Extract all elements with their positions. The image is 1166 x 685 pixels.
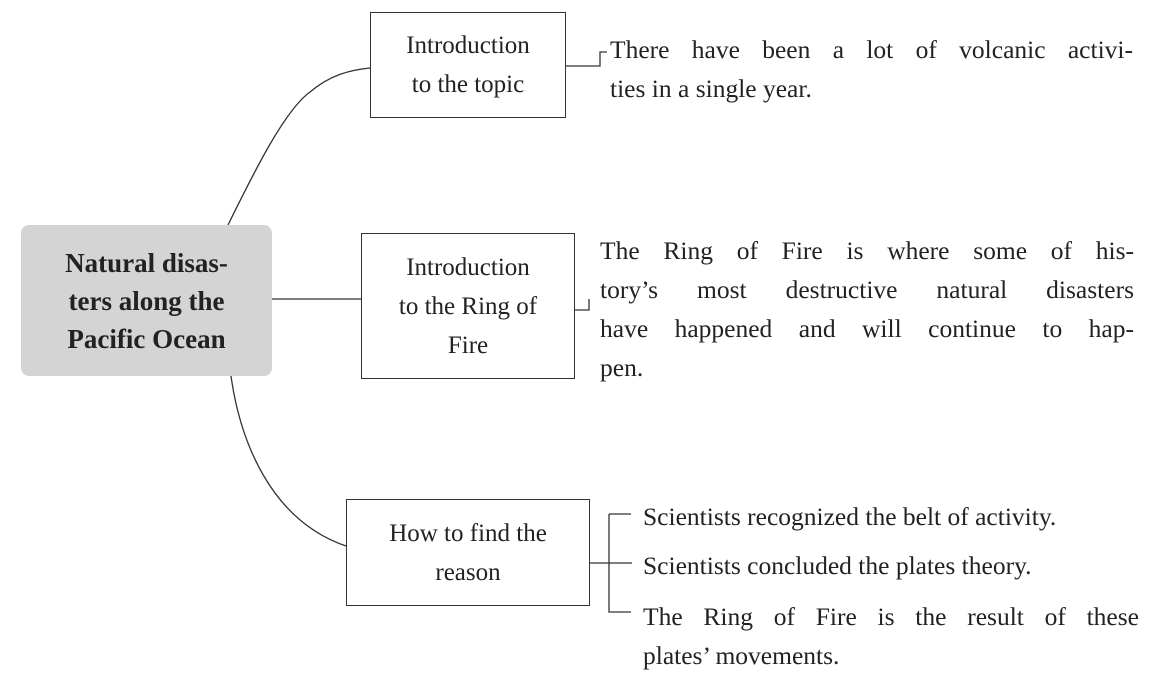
description-line: have happened and will continue to hap- (600, 314, 1134, 343)
central-topic-line: Pacific Ocean (67, 323, 226, 354)
sub-item-line: Scientists concluded the plates theory. (643, 551, 1032, 580)
branch-node-line: Introduction (406, 253, 530, 281)
connector-central-to-topic (227, 67, 371, 226)
sub-item-line: Scientists recognized the belt of activi… (643, 502, 1057, 531)
connector-topic-to-desc (566, 51, 607, 67)
sub-item-line: The Ring of Fire is the result of these (643, 602, 1139, 631)
branch-node-line: Introduction (406, 32, 530, 59)
sub-items-bracket (608, 513, 631, 613)
sub-item-line: plates’ movements. (643, 641, 840, 670)
central-topic-line: Natural disas- (65, 247, 228, 278)
branch-node-line: to the Ring of (398, 292, 538, 320)
central-topic-node: Natural disas- ters along the Pacific Oc… (21, 225, 272, 376)
connector-central-to-reason (230, 375, 347, 547)
description-line: pen. (600, 353, 644, 382)
description-line: There have been a lot of volcanic activi… (610, 35, 1133, 64)
branch-description-ring-of-fire: The Ring of Fire is where some of his- t… (600, 231, 1134, 387)
sub-item-plates-theory: Scientists concluded the plates theory. (643, 546, 1032, 585)
description-line: The Ring of Fire is where some of his- (600, 236, 1134, 265)
connector-ring-to-desc (575, 299, 590, 311)
branch-node-line: to the topic (411, 71, 525, 98)
branch-node-ring-of-fire: Introduction to the Ring of Fire (361, 233, 575, 379)
branch-description-topic: There have been a lot of volcanic activi… (610, 30, 1133, 108)
description-line: ties in a single year. (610, 74, 812, 103)
branch-node-line: How to find the (389, 519, 547, 547)
description-line: tory’s most destructive natural disaster… (600, 275, 1134, 304)
sub-item-result: The Ring of Fire is the result of these … (643, 597, 1139, 675)
sub-item-belt: Scientists recognized the belt of activi… (643, 497, 1056, 536)
branch-node-reason: How to find the reason (346, 499, 590, 606)
branch-node-line: reason (435, 558, 501, 586)
branch-node-line: Fire (447, 331, 489, 359)
central-topic-line: ters along the (68, 285, 225, 316)
branch-node-topic: Introduction to the topic (370, 12, 566, 118)
